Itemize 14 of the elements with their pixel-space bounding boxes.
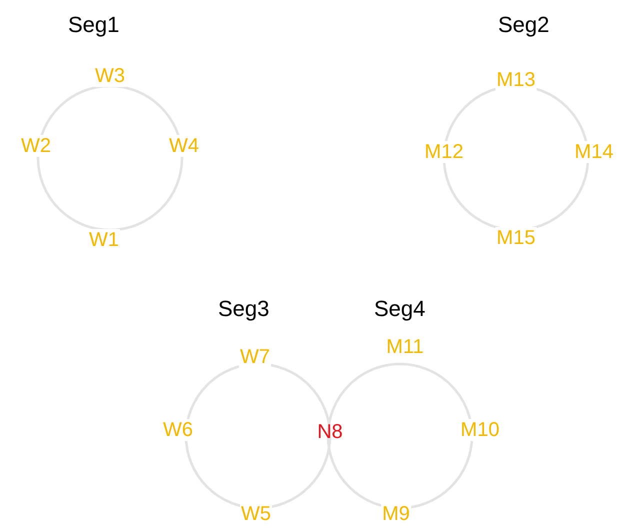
point-label: M14 — [574, 141, 614, 163]
point-label: M10 — [460, 419, 500, 441]
segment-title: Seg3 — [218, 296, 270, 322]
shared-point-label: N8 — [316, 421, 344, 443]
point-label: M12 — [424, 141, 464, 163]
point-label: W6 — [162, 419, 194, 441]
point-label: W4 — [168, 135, 200, 157]
point-label: W7 — [239, 346, 271, 368]
segment-title: Seg4 — [374, 296, 426, 322]
segment-title: Seg1 — [68, 12, 120, 38]
segment-title: Seg2 — [498, 12, 550, 38]
point-label: W3 — [94, 65, 126, 87]
point-label: W2 — [20, 135, 52, 157]
point-label: M13 — [496, 69, 536, 91]
